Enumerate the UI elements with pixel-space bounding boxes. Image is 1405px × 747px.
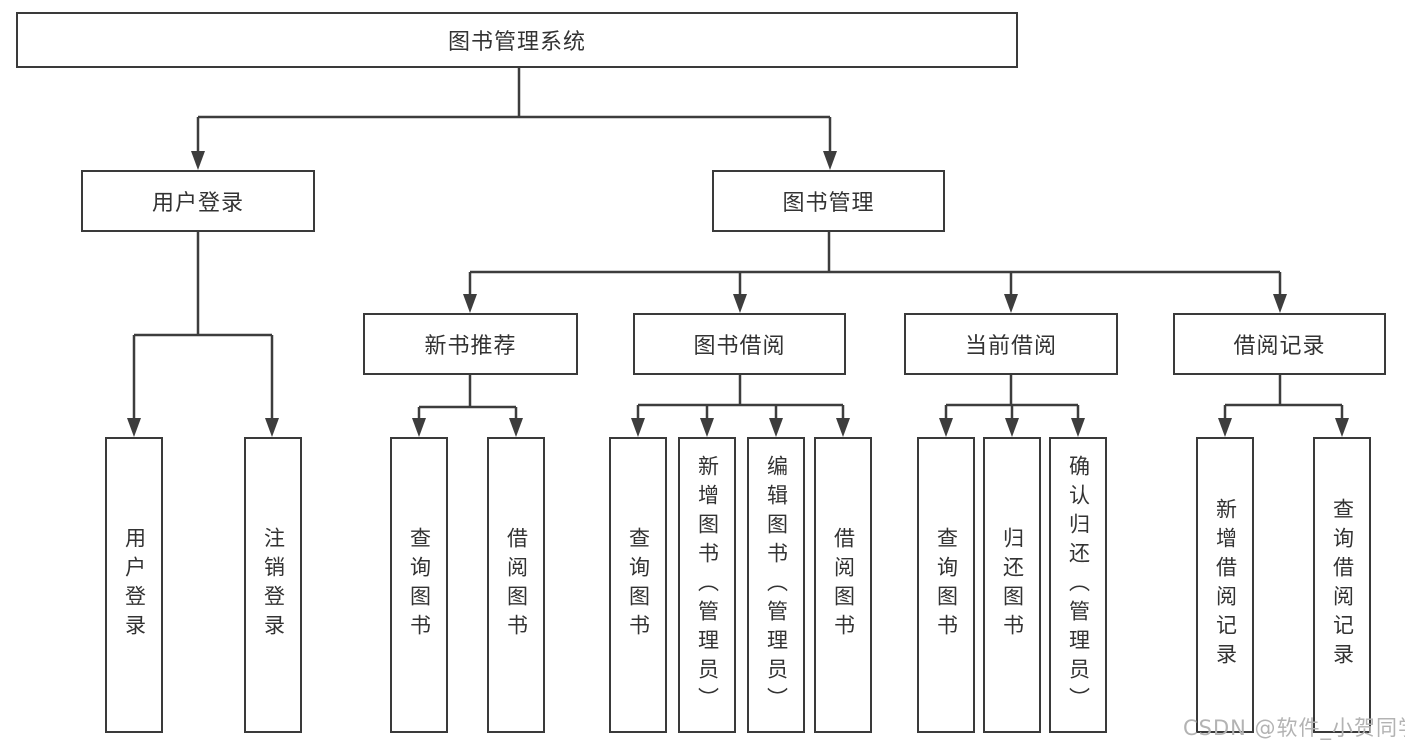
node-root: 图书管理系统 <box>16 12 1018 68</box>
node-user-login: 用户登录 <box>81 170 315 232</box>
leaf-add-borrow-record: 新增借阅记录 <box>1196 437 1254 733</box>
leaf-return-book-label: 归还图书 <box>1000 527 1025 643</box>
leaf-user-login-label: 用户登录 <box>122 527 147 643</box>
leaf-add-book-admin-label: 新增图书（管理员） <box>695 454 720 716</box>
leaf-query-borrow-record: 查询借阅记录 <box>1313 437 1371 733</box>
leaf-query-books-borrowing: 查询图书 <box>609 437 667 733</box>
leaf-edit-book-admin-label: 编辑图书（管理员） <box>764 454 789 716</box>
leaf-query-books-recommend: 查询图书 <box>390 437 448 733</box>
leaf-query-borrow-record-label: 查询借阅记录 <box>1330 498 1355 672</box>
leaf-borrow-books-recommend-label: 借阅图书 <box>504 527 529 643</box>
node-book-management: 图书管理 <box>712 170 945 232</box>
leaf-add-book-admin: 新增图书（管理员） <box>678 437 736 733</box>
leaf-borrow-books-borrowing-label: 借阅图书 <box>831 527 856 643</box>
leaf-borrow-books-recommend: 借阅图书 <box>487 437 545 733</box>
leaf-logout: 注销登录 <box>244 437 302 733</box>
node-book-borrowing: 图书借阅 <box>633 313 846 375</box>
leaf-add-borrow-record-label: 新增借阅记录 <box>1213 498 1238 672</box>
leaf-query-books-borrowing-label: 查询图书 <box>626 527 651 643</box>
leaf-return-book: 归还图书 <box>983 437 1041 733</box>
leaf-borrow-books-borrowing: 借阅图书 <box>814 437 872 733</box>
node-current-borrowing: 当前借阅 <box>904 313 1118 375</box>
node-new-book-recommend: 新书推荐 <box>363 313 578 375</box>
leaf-query-books-recommend-label: 查询图书 <box>407 527 432 643</box>
leaf-confirm-return-admin: 确认归还（管理员） <box>1049 437 1107 733</box>
watermark: CSDN @软件_小贺同学 <box>1183 716 1405 740</box>
leaf-logout-label: 注销登录 <box>261 527 286 643</box>
leaf-query-books-current: 查询图书 <box>917 437 975 733</box>
leaf-query-books-current-label: 查询图书 <box>934 527 959 643</box>
leaf-user-login: 用户登录 <box>105 437 163 733</box>
leaf-edit-book-admin: 编辑图书（管理员） <box>747 437 805 733</box>
leaf-confirm-return-admin-label: 确认归还（管理员） <box>1066 454 1091 716</box>
node-borrowing-records: 借阅记录 <box>1173 313 1386 375</box>
